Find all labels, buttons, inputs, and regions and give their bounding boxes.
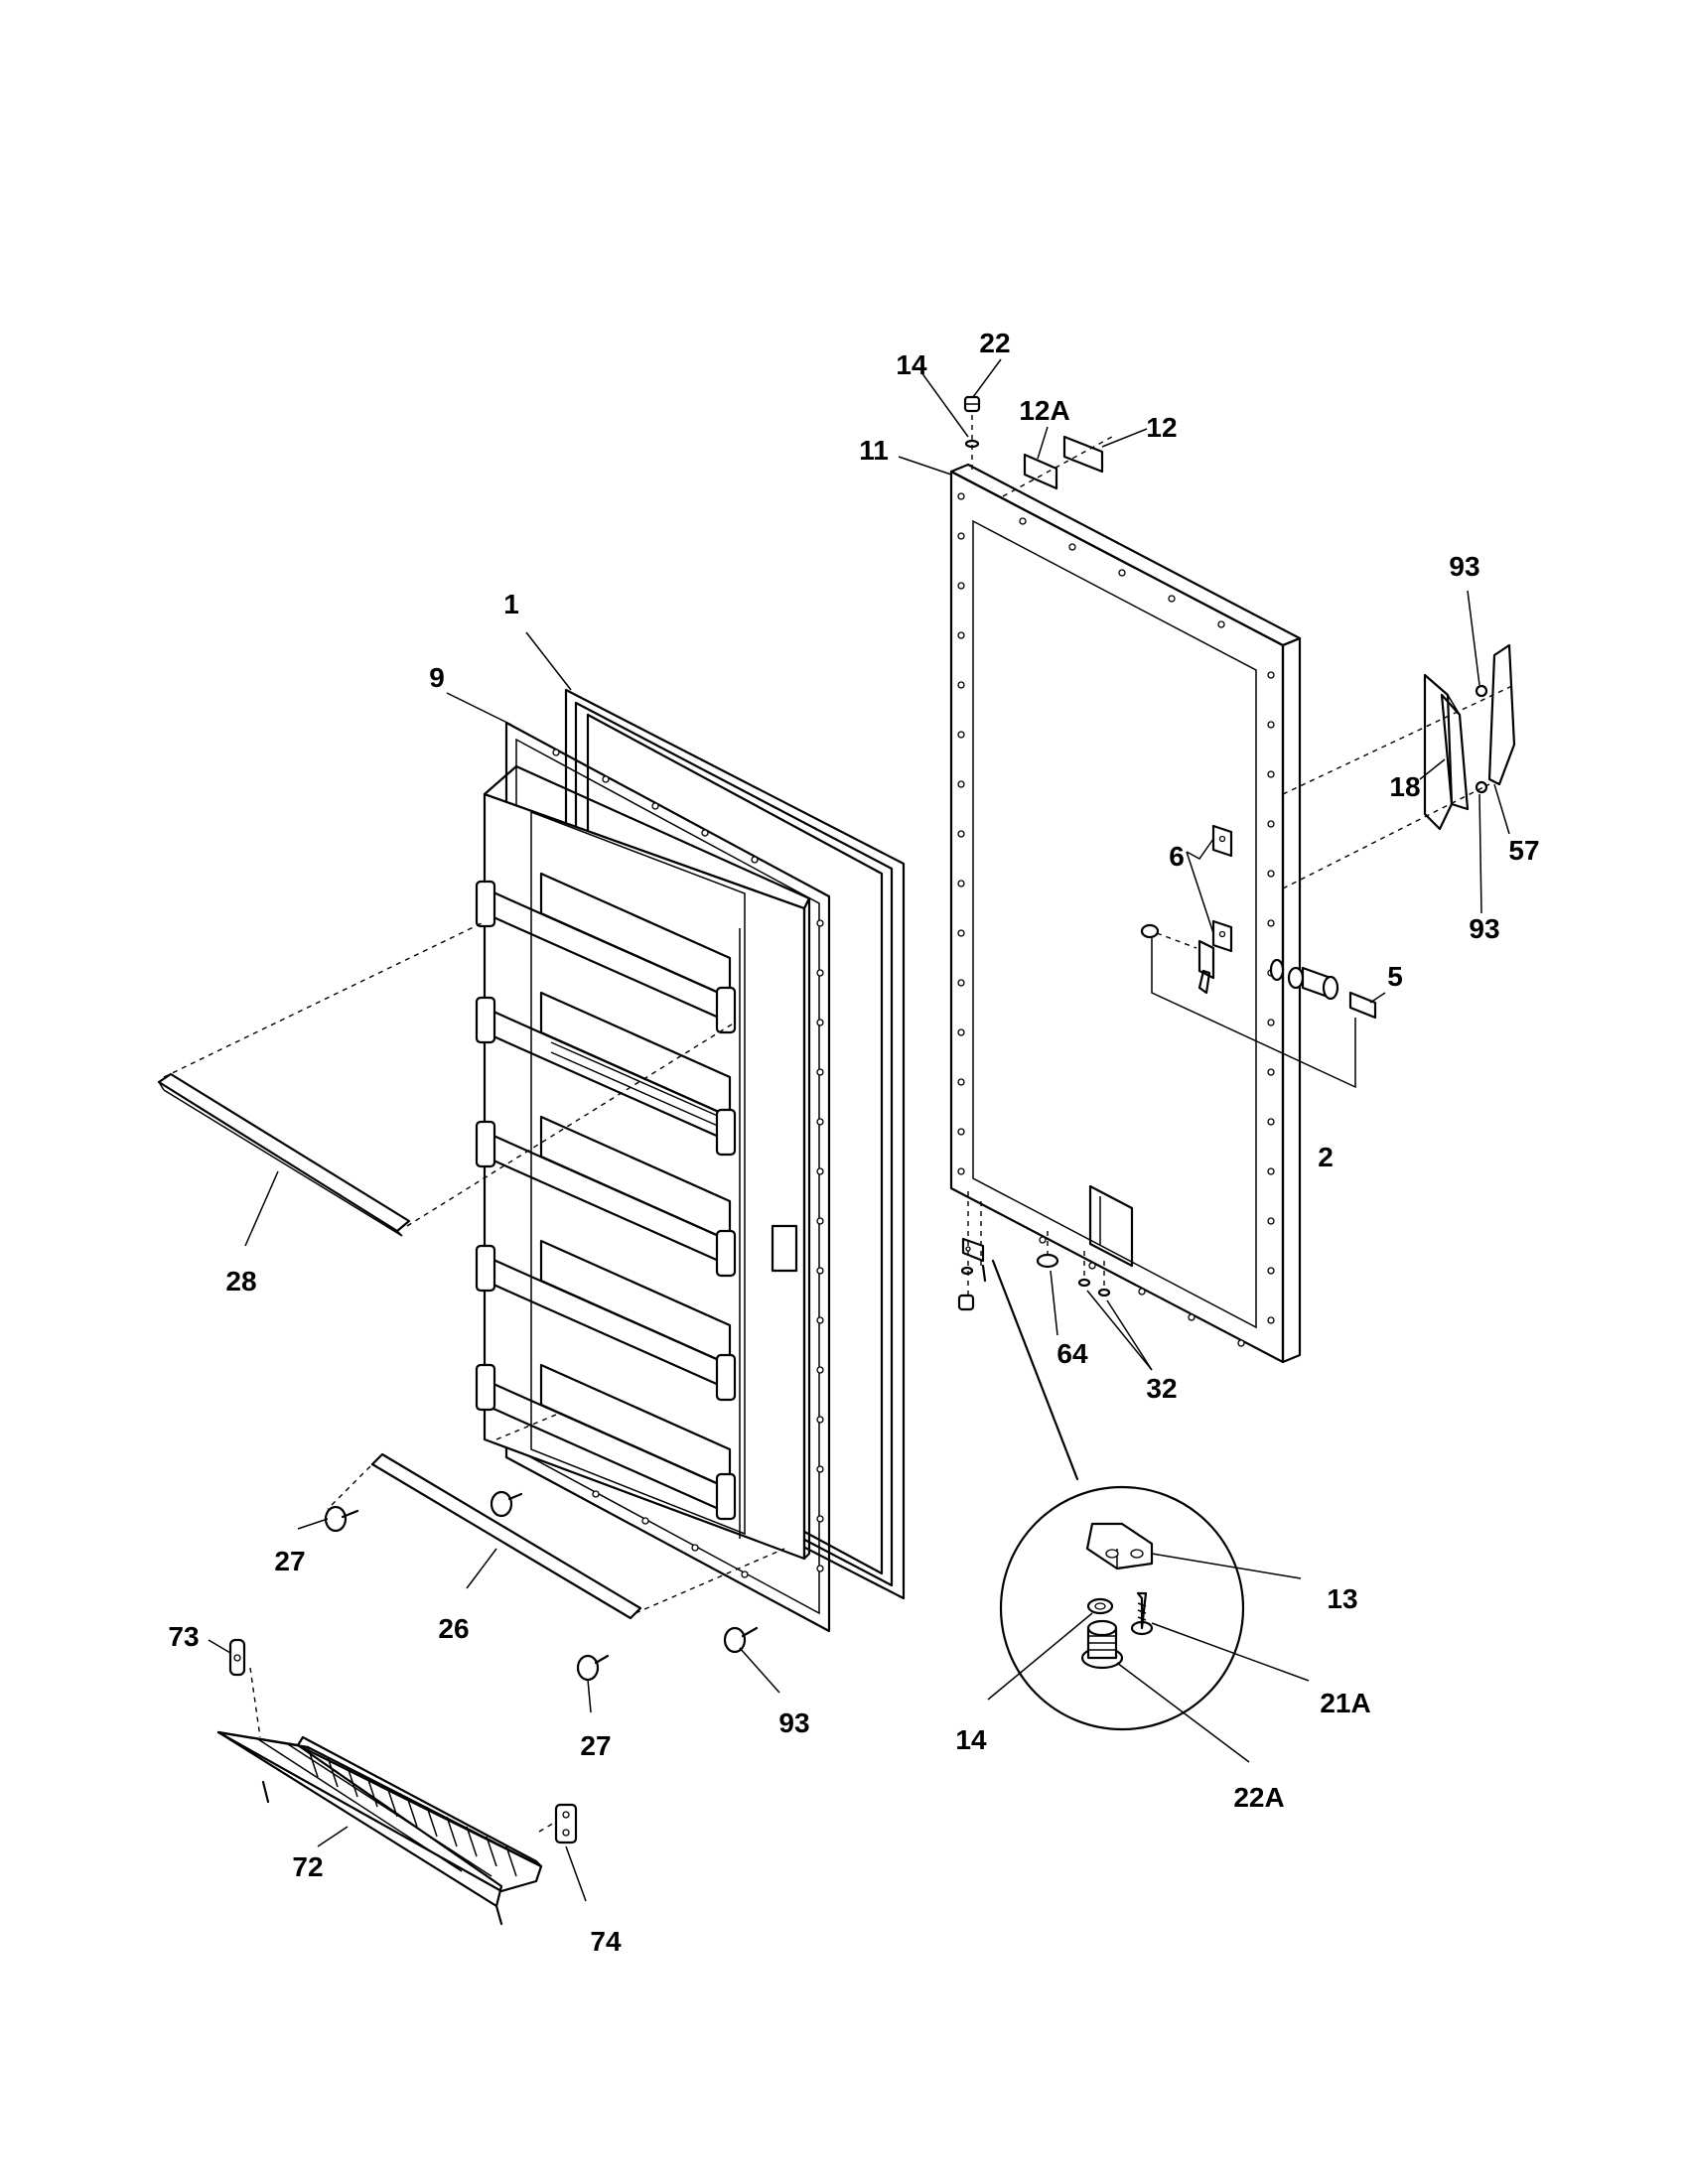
detail-bushing xyxy=(1080,1619,1124,1670)
bottom-bushing xyxy=(957,1294,975,1311)
handle-screw-top xyxy=(1475,684,1488,698)
callout-93-right: 93 xyxy=(1469,913,1499,944)
callout-11: 11 xyxy=(859,435,889,466)
screw-bottom xyxy=(723,1626,759,1654)
callout-93-bottom: 93 xyxy=(778,1707,809,1738)
door-basket xyxy=(216,1730,543,1926)
door-shelf-rack xyxy=(550,1041,721,1128)
callout-12: 12 xyxy=(1146,412,1177,443)
handle-trim-cover xyxy=(1487,643,1516,786)
callout-6: 6 xyxy=(1169,841,1185,872)
label-12a xyxy=(1023,453,1058,490)
basket-wires xyxy=(307,1746,517,1877)
outer-door-screw-holes xyxy=(957,492,1275,1347)
callout-2: 2 xyxy=(1318,1142,1334,1172)
bottom-hinge-bracket xyxy=(961,1237,985,1263)
callout-28: 28 xyxy=(225,1266,256,1297)
detail-washer xyxy=(1086,1597,1114,1615)
push-pin-left xyxy=(324,1505,359,1533)
callout-32: 32 xyxy=(1146,1373,1177,1404)
basket-bracket-right xyxy=(538,1803,578,1844)
callout-27-left: 27 xyxy=(274,1546,305,1576)
bottom-washer xyxy=(960,1266,974,1276)
shelf-rail xyxy=(157,922,736,1237)
top-bushing xyxy=(963,395,981,413)
callout-22: 22 xyxy=(979,328,1010,358)
callout-1: 1 xyxy=(503,589,519,619)
bottom-screw xyxy=(981,1264,987,1283)
lock-assembly xyxy=(1140,923,1377,1089)
door-liner-shelving xyxy=(475,764,811,1561)
bottom-plugs xyxy=(1077,1278,1111,1297)
door-handle xyxy=(1423,673,1470,831)
callout-21a: 21A xyxy=(1320,1688,1370,1718)
liner-screw-holes xyxy=(552,749,824,1578)
bottom-grommet xyxy=(1036,1253,1059,1269)
callout-12a: 12A xyxy=(1019,395,1069,426)
callout-5: 5 xyxy=(1387,961,1403,992)
detail-view xyxy=(991,1259,1245,1731)
leader-lines xyxy=(208,358,1510,1902)
push-pin-bottom xyxy=(576,1654,610,1682)
callout-73: 73 xyxy=(168,1621,199,1652)
callout-57: 57 xyxy=(1508,835,1539,866)
callout-13: 13 xyxy=(1327,1583,1357,1614)
callout-74: 74 xyxy=(590,1926,622,1957)
label-12 xyxy=(1062,435,1104,474)
handle-bracket-lower xyxy=(1211,919,1233,953)
callout-93-top: 93 xyxy=(1449,551,1479,582)
callout-18: 18 xyxy=(1389,771,1420,802)
callout-27-bottom: 27 xyxy=(580,1730,611,1761)
callout-64: 64 xyxy=(1056,1338,1088,1369)
outer-door-panel xyxy=(949,463,1302,1364)
callout-72: 72 xyxy=(292,1851,323,1882)
callout-26: 26 xyxy=(438,1613,469,1644)
detail-hinge-bracket xyxy=(1085,1522,1154,1570)
callout-9: 9 xyxy=(429,662,445,693)
handle-screw-bottom xyxy=(1475,780,1488,794)
basket-bracket-left xyxy=(228,1638,261,1738)
callout-labels: 1 9 11 14 22 12A 12 93 18 57 6 93 5 2 64… xyxy=(168,328,1539,1957)
callout-22a: 22A xyxy=(1233,1782,1284,1813)
handle-bracket-upper xyxy=(1211,824,1233,858)
callout-14-top: 14 xyxy=(896,349,927,380)
door-bar xyxy=(327,1414,785,1620)
push-pin-middle xyxy=(490,1490,523,1518)
callout-14-detail: 14 xyxy=(955,1724,987,1755)
detail-screw xyxy=(1130,1591,1154,1636)
